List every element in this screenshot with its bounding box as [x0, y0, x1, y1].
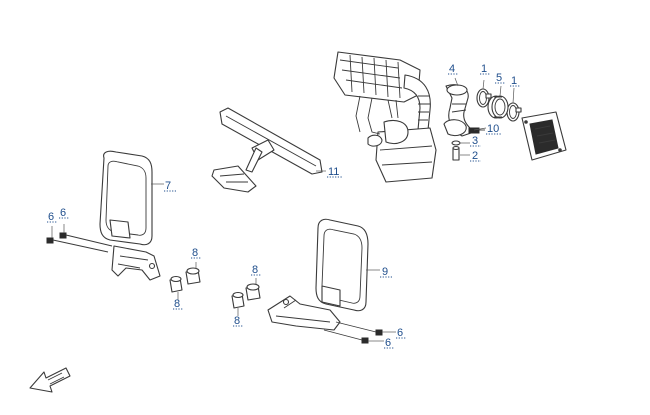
- bolt-6-right-a: [335, 321, 383, 336]
- leader-lines: [51, 77, 515, 342]
- bolt-6-right-b: [323, 329, 369, 344]
- spacer-8-a: [185, 267, 201, 285]
- callout-5: 5: [496, 72, 502, 84]
- callout-10: 10: [487, 123, 499, 135]
- callout-2: 2: [472, 150, 478, 162]
- callout-6-left-a: 6: [48, 211, 54, 223]
- intake-flange: [521, 111, 567, 161]
- callout-8-c: 8: [252, 264, 258, 276]
- callout-3: 3: [472, 135, 478, 147]
- callout-8-d: 8: [234, 315, 240, 327]
- spacer-8-c: [245, 283, 261, 301]
- side-mirror-left: [99, 150, 161, 281]
- callout-4: 4: [449, 63, 455, 75]
- washer-3: [451, 140, 461, 146]
- intake-coupler: [487, 95, 509, 119]
- callout-7: 7: [165, 180, 171, 192]
- hose-clamp-right: [506, 102, 522, 122]
- bolt-6-left-a: [46, 237, 109, 253]
- rear-view-mirror: [211, 107, 323, 193]
- spacer-8-d: [231, 291, 245, 309]
- callout-9: 9: [382, 266, 388, 278]
- callout-8-a: 8: [192, 247, 198, 259]
- side-mirror-right: [267, 218, 369, 331]
- callout-6-left-b: 6: [60, 207, 66, 219]
- intake-boot: [443, 84, 475, 137]
- callout-1-upper: 1: [481, 63, 487, 75]
- callout-8-b: 8: [174, 298, 180, 310]
- callout-underlines: [47, 73, 520, 349]
- callout-1-right: 1: [511, 75, 517, 87]
- callout-labels: 1 1 2 3 4 5 6 6 6 6 7 8 8 8 8 9 10 11: [48, 63, 517, 349]
- spacer-8-b: [169, 275, 183, 293]
- front-direction-arrow-icon: [29, 367, 71, 393]
- callout-6-right-a: 6: [397, 327, 403, 339]
- callout-11: 11: [328, 166, 339, 178]
- bolt-6-left-b: [59, 232, 113, 247]
- callout-6-right-b: 6: [385, 337, 391, 349]
- spacer-2: [452, 145, 460, 161]
- air-box-assembly: [333, 51, 437, 183]
